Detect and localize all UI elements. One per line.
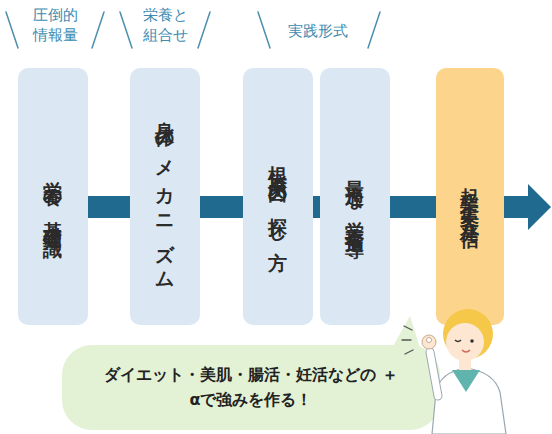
bracket-line: [198, 12, 210, 48]
topic-box: 最適な栄養指導: [320, 68, 390, 325]
bracket-line: [258, 12, 270, 48]
eye: [455, 340, 461, 342]
neck: [459, 358, 471, 370]
stage-label: 圧倒的 情報量: [25, 6, 85, 45]
collar: [452, 370, 480, 392]
bubble-text: ダイエット・美肌・腸活・妊活などの ＋αで強みを作る！: [101, 363, 401, 413]
hand-ok: [427, 338, 432, 343]
bubble-tail: [392, 316, 420, 348]
bracket-line: [92, 12, 104, 48]
flow-band: [88, 196, 130, 218]
box-label: 最適な栄養指導: [346, 165, 365, 229]
box-label: 根本原因の探し方: [269, 151, 288, 243]
face: [446, 323, 484, 361]
goal-box: 起業・集客・発信: [436, 68, 504, 325]
coat: [432, 368, 506, 434]
bracket-line: [120, 12, 132, 48]
box-label: 身体のメカニズム: [156, 107, 175, 286]
speech-bubble: ダイエット・美肌・腸活・妊活などの ＋αで強みを作る！: [62, 345, 440, 430]
topic-box: 身体のメカニズム: [130, 68, 200, 325]
box-label: 起業・集客・発信: [461, 173, 480, 221]
flow-band: [390, 196, 436, 218]
bracket-line: [368, 12, 380, 48]
topic-box: 根本原因の探し方: [243, 68, 313, 325]
stage-label: 栄養と 組合せ: [135, 6, 195, 45]
arrow-band-tail: [500, 196, 530, 218]
topic-box: 栄養の基礎知識: [18, 68, 88, 325]
flow-band: [200, 196, 243, 218]
hand-ok: [422, 335, 436, 349]
sparkle-line: [402, 339, 411, 340]
bracket-line: [6, 12, 18, 48]
arrow-head: [528, 184, 551, 230]
flow-band: [313, 196, 320, 218]
box-label: 栄養の基礎知識: [44, 165, 63, 229]
stage-label: 実践形式: [268, 22, 368, 42]
sparkle-line: [404, 326, 412, 330]
mouth: [462, 350, 470, 352]
eye: [470, 339, 474, 343]
